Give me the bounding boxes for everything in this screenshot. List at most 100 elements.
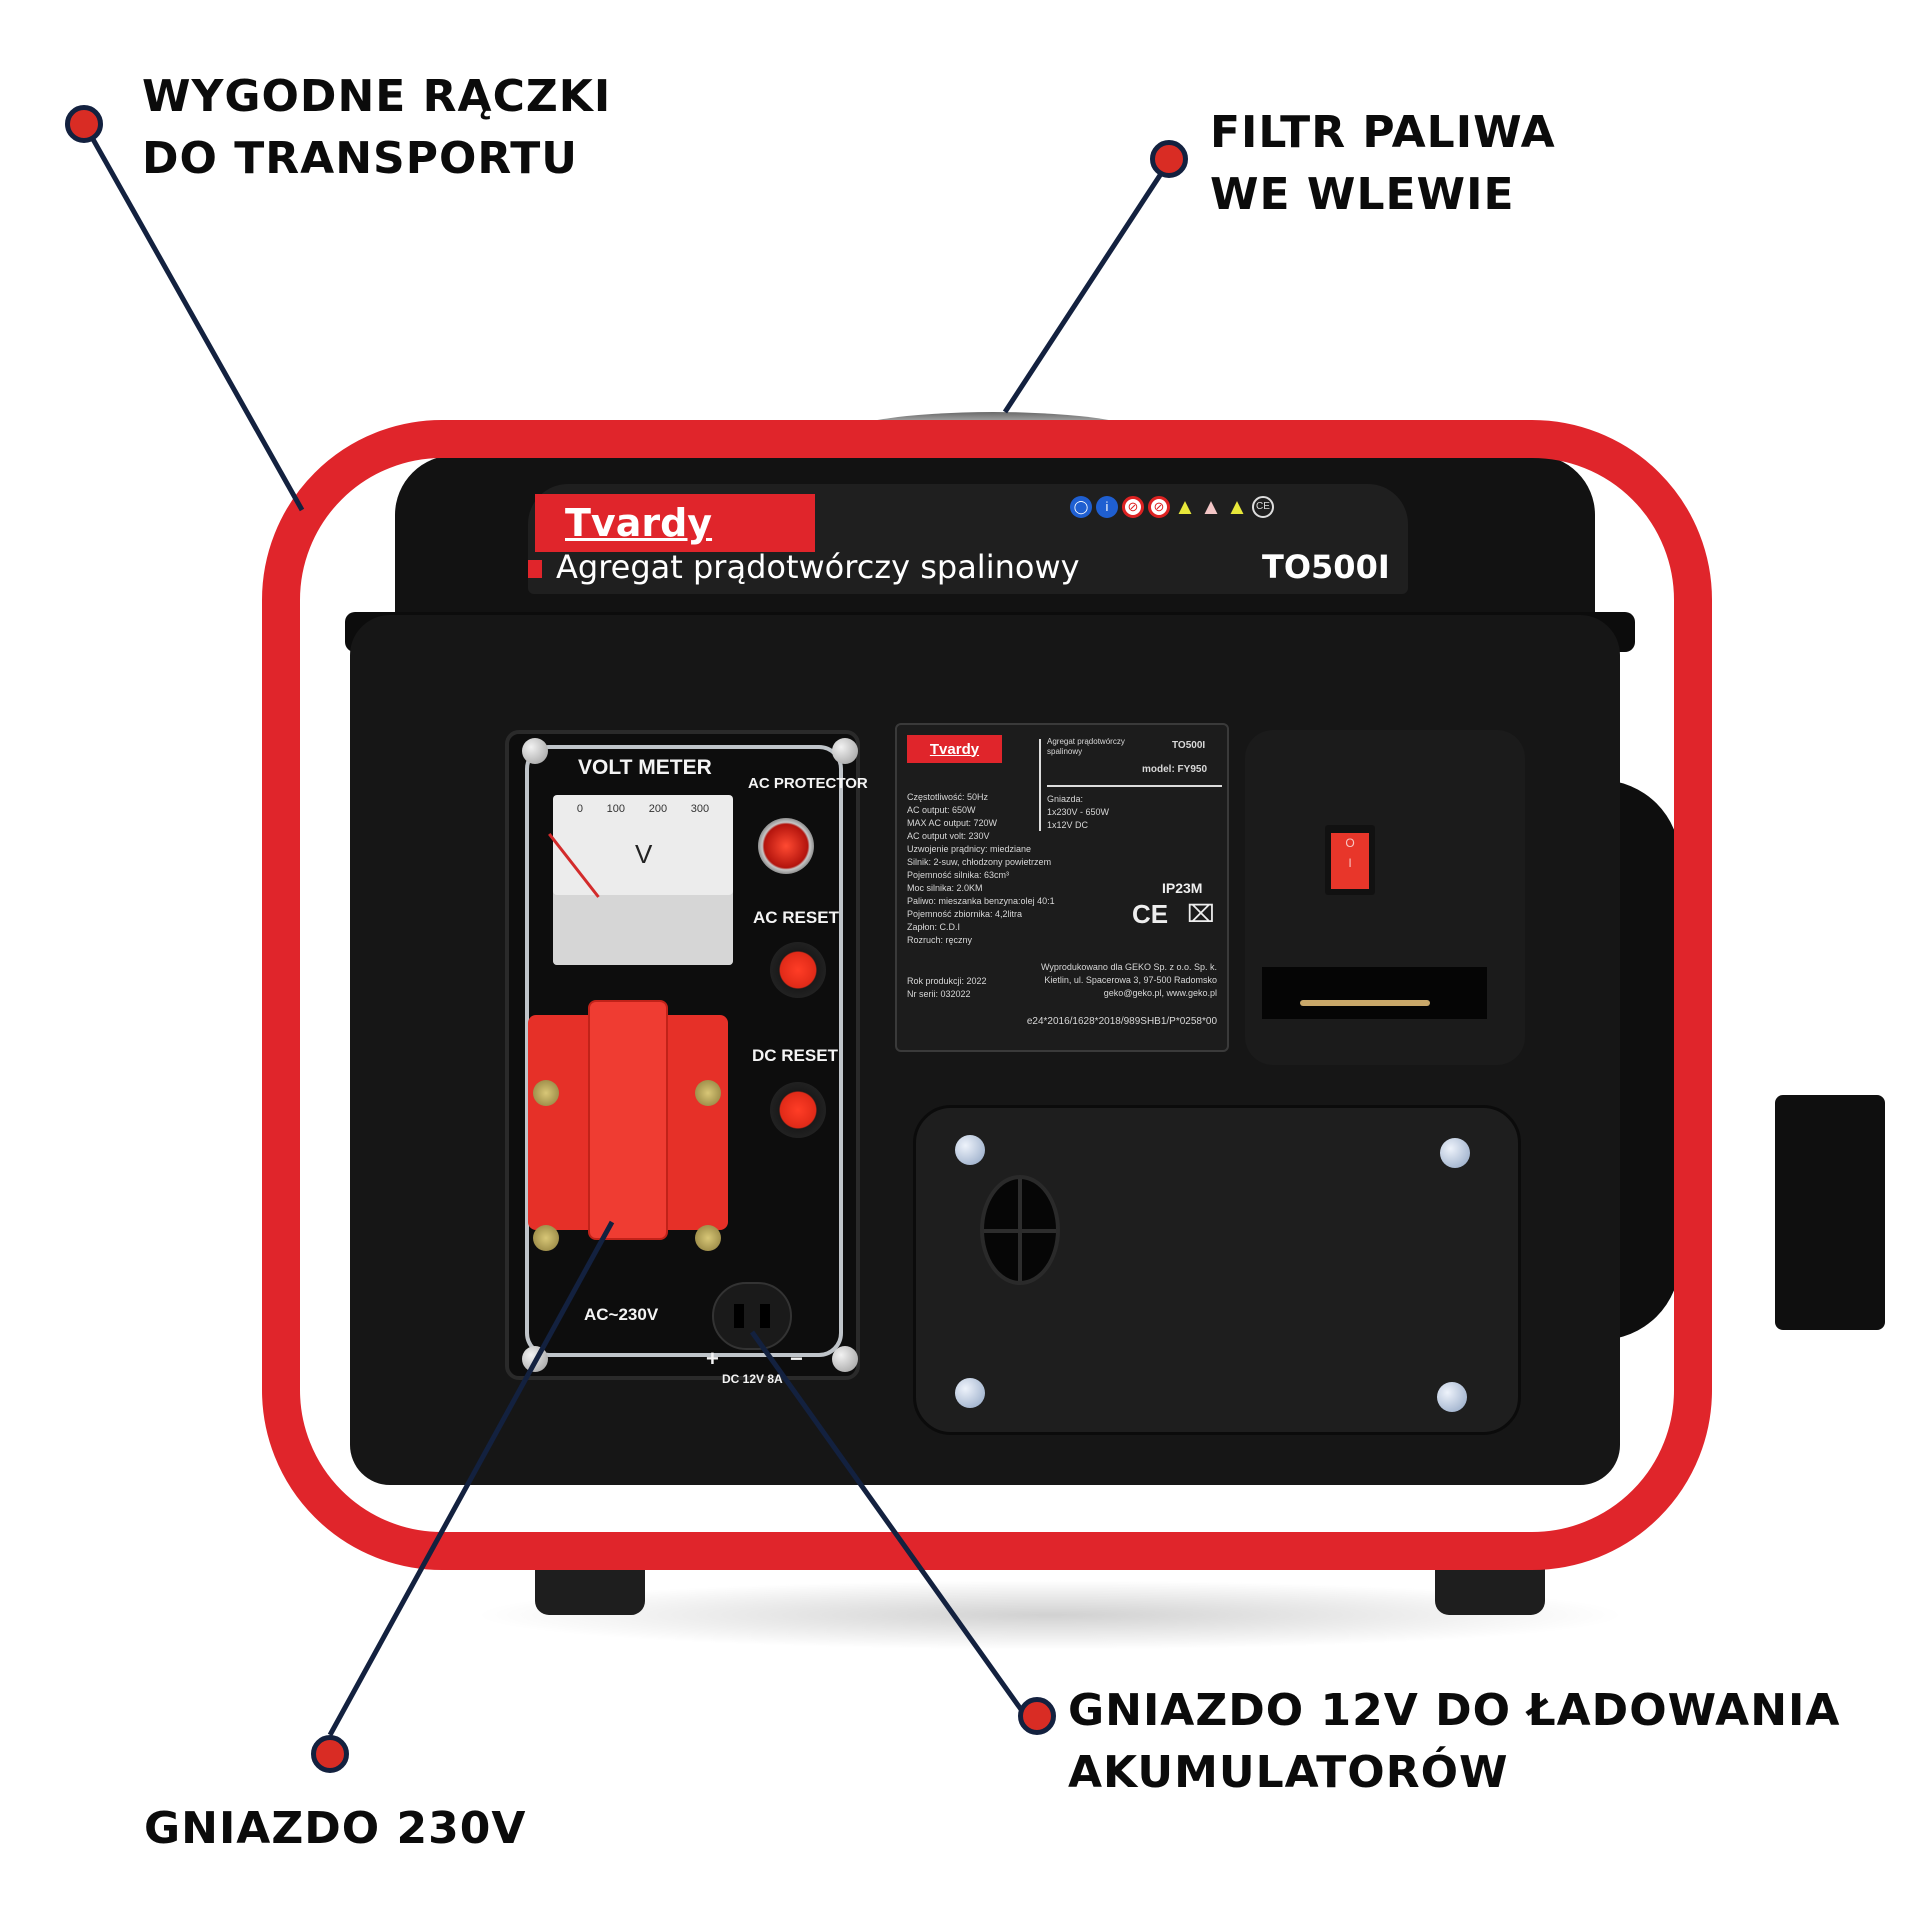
choke-slot (1262, 967, 1487, 1019)
production-year: Rok produkcji: 2022 (907, 976, 987, 986)
spec-line: Częstotliwość: 50Hz (907, 792, 989, 802)
screw-icon (533, 1080, 559, 1106)
spec-line: Moc silnika: 2.0KM (907, 883, 983, 893)
plate-model: TO500I (1172, 740, 1206, 751)
callout-marker-socket-230v (311, 1735, 349, 1773)
spec-line: Paliwo: mieszanka benzyna:olej 40:1 (907, 896, 1055, 906)
socket-pin (760, 1304, 770, 1328)
voltmeter: 0 100 200 300 V (548, 795, 733, 965)
plate-specs: Częstotliwość: 50Hz AC output: 650W MAX … (907, 791, 1055, 947)
screw-icon (522, 738, 548, 764)
screw-icon (832, 1346, 858, 1372)
no-smoking-icon: ⊘ (1122, 496, 1144, 518)
switch-off-symbol: O (1345, 836, 1355, 850)
screw-icon (695, 1225, 721, 1251)
scale-tick: 0 (576, 803, 583, 815)
ac-protector-lamp (758, 818, 814, 874)
ac-protector-label: AC PROTECTOR (748, 775, 868, 792)
serial-number: Nr serii: 032022 (907, 989, 971, 999)
plate-model-code: model: FY950 (1142, 764, 1208, 775)
manufacturer-line: Kietlin, ul. Spacerowa 3, 97-500 Radomsk… (1044, 975, 1217, 985)
manufacturer-line: geko@geko.pl, www.geko.pl (1103, 988, 1217, 998)
dc-minus-sign: − (790, 1346, 803, 1371)
dc-plus-sign: + (706, 1346, 719, 1371)
safety-icons: ◯ i ⊘ ⊘ ▲ ▲ ▲ CE (1070, 496, 1274, 518)
callout-fuel-filter: FILTR PALIWA WE WLEWIE (1210, 102, 1556, 226)
label-accent (528, 560, 542, 578)
engine-switch[interactable]: O I (1325, 825, 1375, 895)
ac-reset-label: AC RESET (753, 908, 839, 927)
choke-lever[interactable] (1300, 1000, 1430, 1006)
air-intake-vent (980, 1175, 1060, 1285)
plate-brand-logo: Tvardy (907, 735, 1002, 763)
plate-divider (1039, 739, 1041, 831)
voltmeter-needle (548, 833, 600, 898)
product-model: TO500I (1262, 548, 1390, 586)
screw-icon (522, 1346, 548, 1372)
no-open-flame-icon: ⊘ (1148, 496, 1170, 518)
spec-line: MAX AC output: 720W (907, 818, 998, 828)
dc-reset-button[interactable] (770, 1082, 826, 1138)
sockets-header: Gniazda: (1047, 794, 1084, 804)
spec-line: AC output: 650W (907, 805, 976, 815)
read-manual-icon: i (1096, 496, 1118, 518)
voltmeter-label: VOLT METER (578, 756, 712, 779)
screw-icon (695, 1080, 721, 1106)
callout-line: GNIAZDO 12V DO ŁADOWANIA (1068, 1685, 1841, 1736)
spec-line: Silnik: 2-suw, chłodzony powietrzem (907, 857, 1052, 867)
engine-switch-rocker[interactable]: O I (1331, 833, 1369, 889)
scale-tick: 300 (690, 803, 710, 815)
ce-mark-icon: CE (1252, 496, 1274, 518)
socket-pin (734, 1304, 744, 1328)
ac-socket-flap[interactable] (588, 1000, 668, 1240)
switch-on-symbol: I (1348, 856, 1352, 870)
screw-icon (955, 1135, 985, 1165)
callout-socket-230v: GNIAZDO 230V (144, 1798, 526, 1860)
callout-marker-socket-12v (1018, 1697, 1056, 1735)
spec-line: Pojemność silnika: 63cm³ (907, 870, 1010, 880)
spec-line: Uzwojenie prądnicy: miedziane (907, 844, 1032, 854)
ce-mark-icon: CE (1132, 899, 1169, 929)
callout-line: DO TRANSPORTU (142, 133, 579, 184)
screw-icon (955, 1378, 985, 1408)
manufacturer-info: Wyprodukowano dla GEKO Sp. z o.o. Sp. k.… (1027, 961, 1217, 1000)
voltmeter-unit: V (635, 839, 653, 869)
spec-line: AC output volt: 230V (907, 831, 990, 841)
callout-line: GNIAZDO 230V (144, 1803, 527, 1854)
recoil-start-handle (1775, 1095, 1885, 1330)
ip-rating: IP23M (1162, 880, 1203, 896)
callout-line: AKUMULATORÓW (1068, 1747, 1509, 1798)
dc-socket-label: DC 12V 8A (722, 1372, 783, 1386)
hot-surface-icon: ▲ (1200, 494, 1222, 519)
socket-line: 1x12V DC (1047, 820, 1089, 830)
warning-icon: ▲ (1174, 494, 1196, 519)
dc-reset-label: DC RESET (752, 1046, 838, 1065)
spec-line: Pojemność zbiornika: 4,2litra (907, 909, 1023, 919)
control-panel-border (525, 745, 843, 1357)
callout-line: WE WLEWIE (1210, 169, 1515, 220)
screw-icon (533, 1225, 559, 1251)
spec-line: Zapłon: C.D.I (907, 922, 961, 932)
scale-tick: 100 (606, 803, 626, 815)
callout-line: WYGODNE RĄCZKI (142, 71, 612, 122)
manufacturer-line: Wyprodukowano dla GEKO Sp. z o.o. Sp. k. (1040, 962, 1217, 972)
voltmeter-scale: 0 100 200 300 (553, 803, 733, 815)
product-title: Agregat prądotwórczy spalinowy (556, 548, 1080, 586)
rating-plate: Tvardy Agregat prądotwórczy spalinowy TO… (895, 723, 1229, 1052)
ear-protection-icon: ◯ (1070, 496, 1092, 518)
dc-12v-socket[interactable] (712, 1282, 792, 1350)
ac-socket-label: AC~230V (584, 1305, 659, 1324)
plate-sockets: Gniazda: 1x230V - 650W 1x12V DC (1047, 793, 1109, 832)
callout-marker-handles (65, 105, 103, 143)
socket-line: 1x230V - 650W (1047, 807, 1110, 817)
plate-title: Agregat prądotwórczy spalinowy (1047, 737, 1125, 756)
callout-handles: WYGODNE RĄCZKI DO TRANSPORTU (142, 66, 611, 190)
approval-number: e24*2016/1628*2018/989SHB1/P*0258*00 (1026, 1016, 1217, 1027)
weee-bin-icon: ⌧ (1187, 901, 1215, 928)
spec-line: Rozruch: ręczny (907, 935, 973, 945)
screw-icon (1437, 1382, 1467, 1412)
screw-icon (832, 738, 858, 764)
scale-tick: 200 (648, 803, 668, 815)
screw-icon (1440, 1138, 1470, 1168)
ac-reset-button[interactable] (770, 942, 826, 998)
